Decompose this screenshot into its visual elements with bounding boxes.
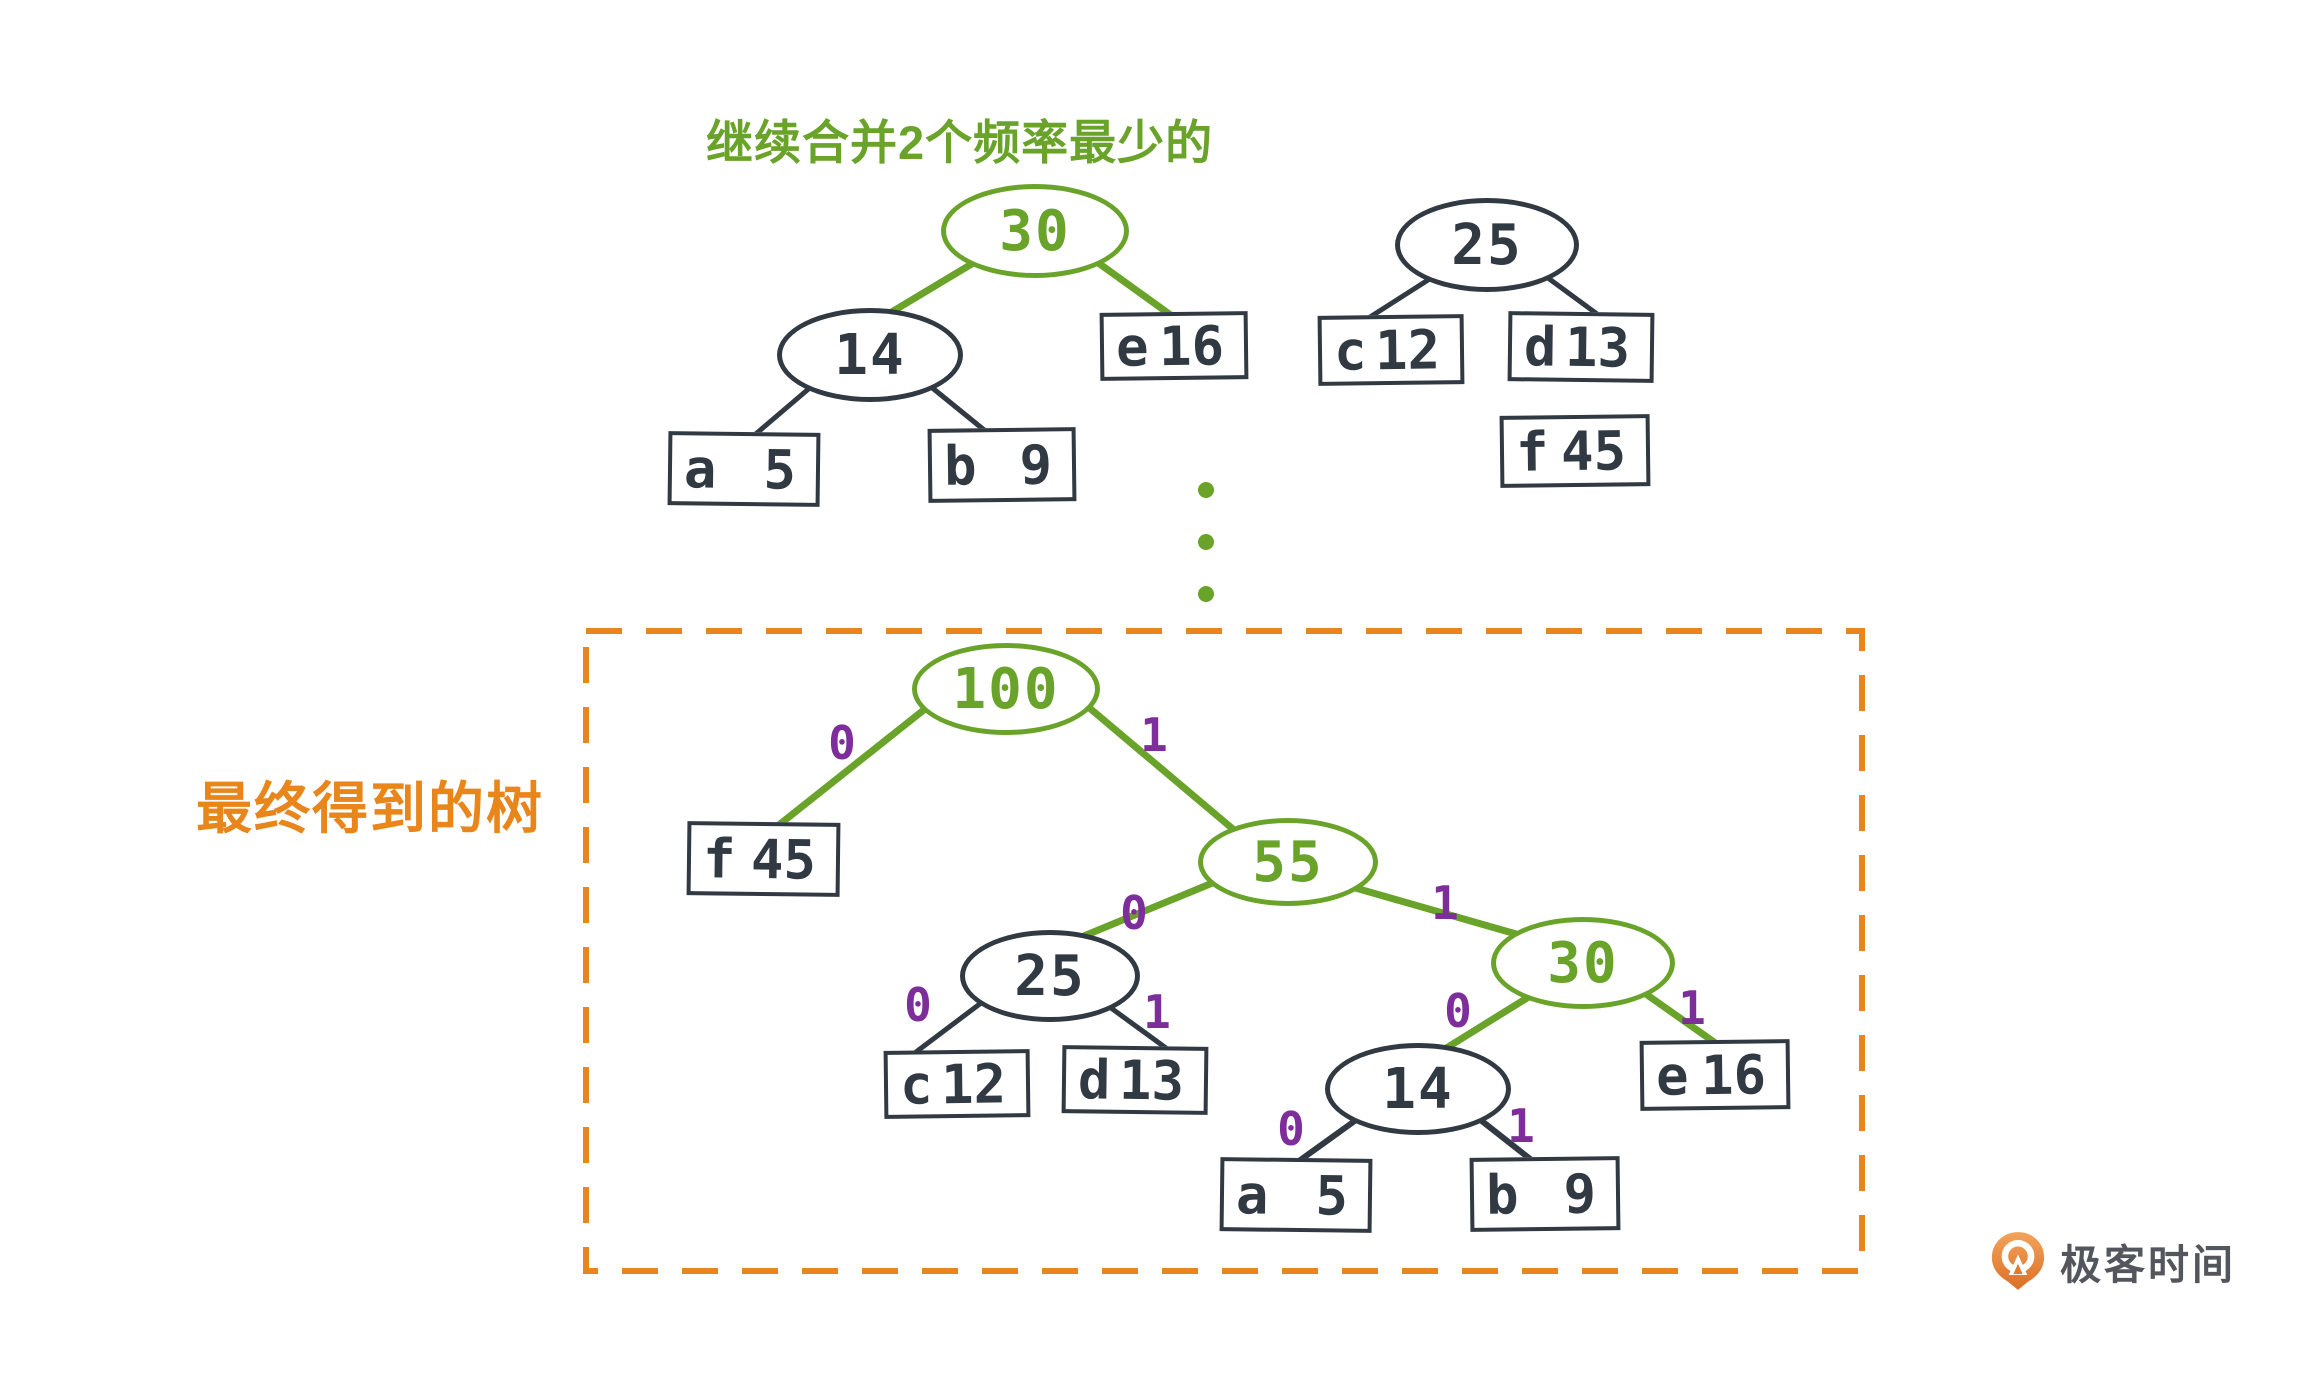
- edge-final-100-f45: [766, 701, 934, 836]
- edge-final-25-c12: [913, 997, 988, 1055]
- node-value: 14: [834, 322, 906, 388]
- leaf-letter: a: [683, 436, 717, 501]
- leaf-frequency: 5: [763, 437, 797, 502]
- bit-25-left: 0: [904, 978, 932, 1032]
- bit-root-right: 1: [1140, 708, 1168, 762]
- ellipsis-dot: [1198, 482, 1214, 498]
- edge-final-55-30: [1341, 881, 1534, 942]
- final-leaf-e16: e 16: [1639, 1039, 1791, 1111]
- merge-leaf-f45: f 45: [1499, 414, 1651, 488]
- final-tree-label: 最终得到的树: [196, 777, 544, 840]
- bit-14-right: 1: [1507, 1099, 1535, 1153]
- leaf-letter: a: [1235, 1162, 1269, 1227]
- bit-30-right: 1: [1678, 981, 1706, 1035]
- final-leaf-f45: f 45: [686, 821, 841, 897]
- node-value: 100: [952, 656, 1060, 722]
- final-tree-boundary: [583, 628, 1865, 1274]
- bit-root-left: 0: [828, 716, 856, 770]
- leaf-letter: e: [1655, 1043, 1689, 1108]
- final-root-100: 100: [912, 643, 1100, 735]
- merge-step-title: 继续合并2个频率最少的: [706, 116, 1214, 169]
- leaf-letter: b: [1485, 1162, 1519, 1227]
- ellipsis-dot: [1198, 534, 1214, 550]
- node-value: 25: [1451, 212, 1523, 278]
- leaf-frequency: 13: [1118, 1048, 1185, 1113]
- final-node-25: 25: [960, 930, 1140, 1022]
- leaf-frequency: 12: [1374, 317, 1441, 382]
- geektime-logo-icon: [1991, 1232, 2045, 1290]
- leaf-frequency: 45: [750, 827, 817, 892]
- bit-55-right: 1: [1431, 876, 1459, 930]
- leaf-frequency: 16: [1700, 1042, 1767, 1107]
- leaf-frequency: 13: [1564, 315, 1631, 380]
- final-leaf-b9: b 9: [1469, 1156, 1621, 1232]
- final-node-14: 14: [1325, 1043, 1511, 1135]
- leaf-letter: f: [702, 826, 736, 891]
- leaf-frequency: 9: [1019, 432, 1053, 497]
- bit-55-left: 0: [1120, 886, 1148, 940]
- bit-25-right: 1: [1143, 985, 1171, 1039]
- leaf-letter: d: [1523, 314, 1557, 379]
- merge-leaf-d13: d 13: [1507, 311, 1655, 383]
- merge-leaf-a5: a 5: [667, 431, 821, 507]
- leaf-frequency: 45: [1560, 418, 1627, 483]
- edge-final-14-b9: [1475, 1115, 1537, 1165]
- leaf-letter: c: [1333, 318, 1367, 383]
- merge-leaf-b9: b 9: [927, 427, 1077, 503]
- leaf-frequency: 9: [1563, 1161, 1597, 1226]
- edge-final-100-55: [1076, 696, 1244, 839]
- leaf-letter: b: [943, 433, 977, 498]
- brand-logo: 极客时间: [1990, 1230, 2236, 1292]
- bit-14-left: 0: [1277, 1102, 1305, 1156]
- leaf-frequency: 16: [1158, 313, 1225, 378]
- final-node-30: 30: [1491, 917, 1675, 1009]
- geektime-logo-text: 极客时间: [2060, 1242, 2236, 1288]
- leaf-frequency: 12: [940, 1051, 1007, 1116]
- ellipsis-dot: [1198, 586, 1214, 602]
- final-leaf-a5: a 5: [1219, 1157, 1373, 1233]
- merge-leaf-e16: e 16: [1099, 311, 1249, 381]
- node-value: 30: [999, 198, 1071, 264]
- merge-node-30: 30: [941, 184, 1129, 278]
- final-leaf-d13: d 13: [1061, 1045, 1209, 1115]
- leaf-letter: d: [1077, 1047, 1111, 1112]
- merge-node-25: 25: [1395, 198, 1579, 292]
- node-value: 55: [1252, 829, 1324, 895]
- leaf-letter: c: [899, 1052, 933, 1117]
- edge-merge-30-14: [881, 258, 979, 320]
- node-value: 25: [1014, 943, 1086, 1009]
- edge-merge-30-e16: [1093, 258, 1176, 320]
- merge-node-14: 14: [777, 308, 963, 402]
- node-value: 30: [1547, 930, 1619, 996]
- leaf-frequency: 5: [1315, 1163, 1349, 1228]
- leaf-letter: e: [1115, 314, 1149, 379]
- merge-leaf-c12: c 12: [1317, 314, 1465, 386]
- final-node-55: 55: [1198, 818, 1378, 906]
- final-leaf-c12: c 12: [883, 1049, 1031, 1119]
- node-value: 14: [1382, 1056, 1454, 1122]
- leaf-letter: f: [1515, 419, 1549, 484]
- edge-final-30-14: [1436, 989, 1539, 1056]
- bit-30-left: 0: [1444, 984, 1472, 1038]
- edge-final-30-e16: [1639, 988, 1718, 1046]
